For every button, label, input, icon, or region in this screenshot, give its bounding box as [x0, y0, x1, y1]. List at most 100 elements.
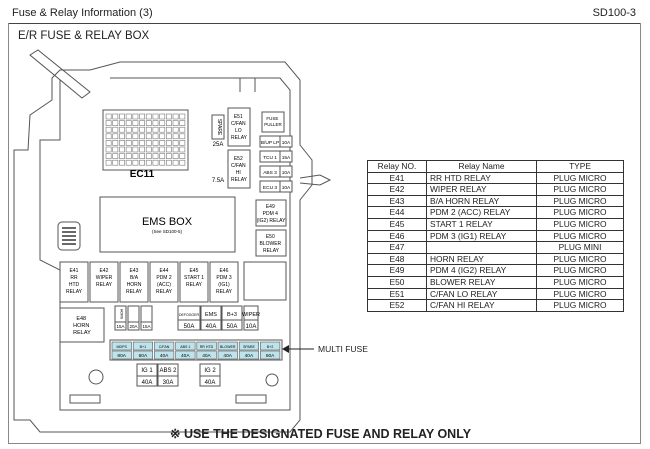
ec11-pin [132, 126, 139, 133]
relay-name-cell: C/FAN LO RELAY [426, 287, 537, 301]
ec11-pin [179, 159, 186, 166]
relay-e44 [149, 261, 179, 303]
relay-row-line: B/A [130, 275, 139, 281]
ec11-pin [166, 113, 172, 120]
ec11-connector: EC11 [102, 109, 189, 180]
relay-type-cell: PLUG MICRO [536, 217, 624, 231]
ec11-pin [119, 159, 125, 166]
ec11-pin [159, 153, 166, 159]
ec11-pin [172, 120, 179, 126]
mid-fuse-name: WIPER [242, 312, 260, 318]
ec11-pin [125, 126, 132, 133]
relay-name-cell: START 1 RELAY [426, 217, 537, 231]
notice-text: ※ USE THE DESIGNATED FUSE AND RELAY ONLY [170, 427, 472, 441]
mid-fuse-amp: 10A [246, 324, 257, 330]
relay-type-cell: PLUG MICRO [536, 171, 624, 185]
relay-no-cell: E50 [367, 275, 427, 289]
ec11-pin [125, 153, 132, 159]
multi-fuse-cell [260, 341, 281, 351]
spare-fuse-amp: 25A [213, 142, 224, 148]
bottom-fuse-amp: 40A [205, 380, 216, 386]
ec11-pin [172, 140, 179, 146]
ec11-pin [132, 153, 139, 159]
relay-name-cell: BLOWER RELAY [426, 275, 537, 289]
relay-type-cell: PLUG MICRO [536, 229, 624, 243]
ec11-pin [112, 133, 119, 140]
ec11-pin [159, 120, 166, 126]
diagram-subtitle: E/R FUSE & RELAY BOX [18, 30, 150, 42]
relay-name-cell: PDM 4 (IG2) RELAY [426, 264, 537, 277]
small-fuse-name: HORN [120, 309, 124, 320]
relay-e50: E50 BLOWER RELAY [255, 229, 287, 257]
ec11-pin [145, 113, 152, 120]
ec11-pin [179, 126, 186, 133]
relay-row-line: RELAY [126, 289, 143, 295]
relay-row: E41RRHTDRELAYE42WIPERRELAYE43B/AHORNRELA… [59, 261, 239, 303]
ec11-pin [125, 113, 132, 120]
multi-fuse-cell [238, 341, 259, 351]
multi-fuse-amp: 40A [223, 353, 232, 359]
ec11-pin [112, 146, 119, 153]
svg-text:FUSE PULLER: FUSE PULLER [264, 116, 282, 127]
multi-fuse-cell [132, 341, 153, 351]
small-fuse-amp: 15A [116, 324, 124, 329]
header-type: TYPE [536, 160, 624, 173]
ec11-pin [172, 113, 179, 120]
relay-type-cell: PLUG MICRO [536, 252, 624, 266]
relay-type-cell: PLUG MICRO [536, 183, 624, 196]
small-fuse [140, 305, 153, 323]
ec11-pin [105, 153, 112, 159]
relay-e51: E51 C/FAN LO RELAY [227, 107, 251, 147]
multi-fuse-amp: 40A [160, 353, 169, 359]
relay-e47-slot [243, 261, 287, 301]
ec11-pin [172, 126, 179, 133]
bottom-fuse-amp: 40A [142, 380, 153, 386]
relay-no-cell: E52 [367, 299, 427, 312]
bottom-fuse-name: IG 2 [204, 368, 216, 374]
ec11-pin [139, 113, 145, 120]
side-fuse [259, 150, 293, 163]
ec11-pin [159, 146, 166, 153]
small-fuse-amp: 15A [142, 324, 150, 329]
ec11-pin [125, 146, 132, 153]
relay-name-cell: WIPER RELAY [426, 183, 537, 196]
ec11-pin [152, 113, 159, 120]
side-fuse-name: B/UP LP [261, 140, 279, 146]
small-fuse-amp: 20A [129, 324, 137, 329]
mid-fuse-name: B+3 [227, 312, 237, 318]
relay-e49-line: E49 [266, 204, 275, 210]
relay-e49-line: (IG2) RELAY [257, 218, 286, 224]
relay-type-cell: PLUG MICRO [536, 287, 624, 301]
multi-fuse-name: C/FAN [159, 345, 170, 349]
ec11-pin [112, 159, 119, 166]
ec11-pin [119, 146, 125, 153]
relay-e42 [89, 261, 119, 303]
multi-fuse-cell [154, 341, 175, 351]
relay-e52-line: E52 [234, 156, 243, 162]
relay-e51-line: E51 [234, 114, 243, 120]
relay-name-cell [426, 241, 537, 254]
relay-type-cell: PLUG MICRO [536, 206, 624, 219]
bottom-fuse-amp: 30A [163, 380, 174, 386]
bottom-fuse-name: ABS 2 [159, 368, 177, 374]
ec11-pin [166, 159, 172, 166]
relay-e50-line: RELAY [263, 248, 280, 254]
relay-table-header: Relay NO. Relay Name TYPE [367, 160, 624, 173]
relay-row-line: RR [70, 275, 78, 281]
header-relay-no: Relay NO. [367, 160, 427, 173]
mid-fuse-amp: 50A [227, 324, 238, 330]
ec11-pin [166, 133, 172, 140]
side-fuse [259, 135, 293, 148]
ec11-pin [119, 120, 125, 126]
relay-row-line: (ACC) [157, 282, 171, 288]
ec11-pin [179, 153, 186, 159]
ec11-pin [105, 113, 112, 120]
relay-no-cell: E49 [367, 264, 427, 277]
